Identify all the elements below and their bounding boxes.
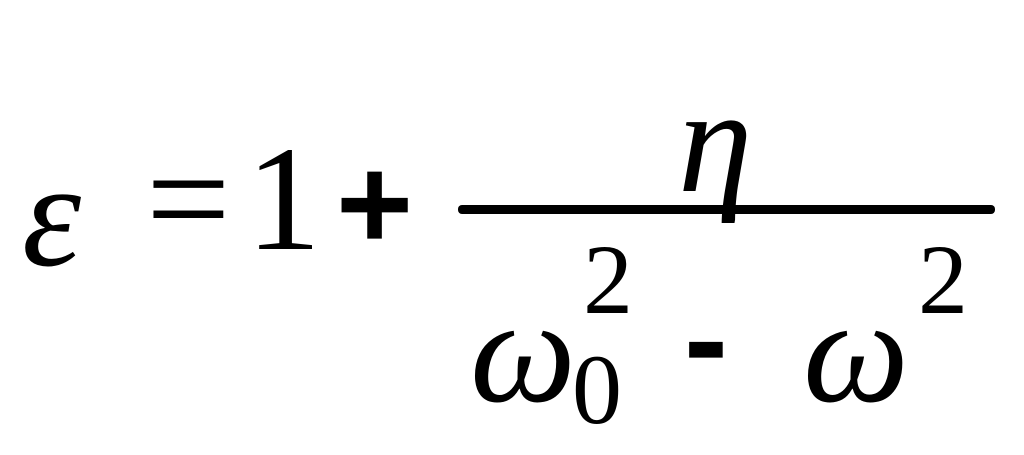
plus-sign: + (336, 130, 414, 277)
omega-zero-subscript: 0 (572, 334, 622, 445)
eta-numerator: η (678, 58, 753, 224)
fraction-bar (458, 205, 995, 214)
omega-zero-exponent: 2 (583, 224, 633, 335)
omega-exponent: 2 (918, 224, 968, 335)
epsilon-symbol: ε (22, 132, 82, 298)
omega-symbol: ω (803, 268, 909, 434)
omega-zero-symbol: ω (470, 268, 576, 434)
minus-sign: - (684, 265, 728, 412)
equals-sign: = (146, 116, 231, 282)
number-one: 1 (246, 116, 321, 282)
